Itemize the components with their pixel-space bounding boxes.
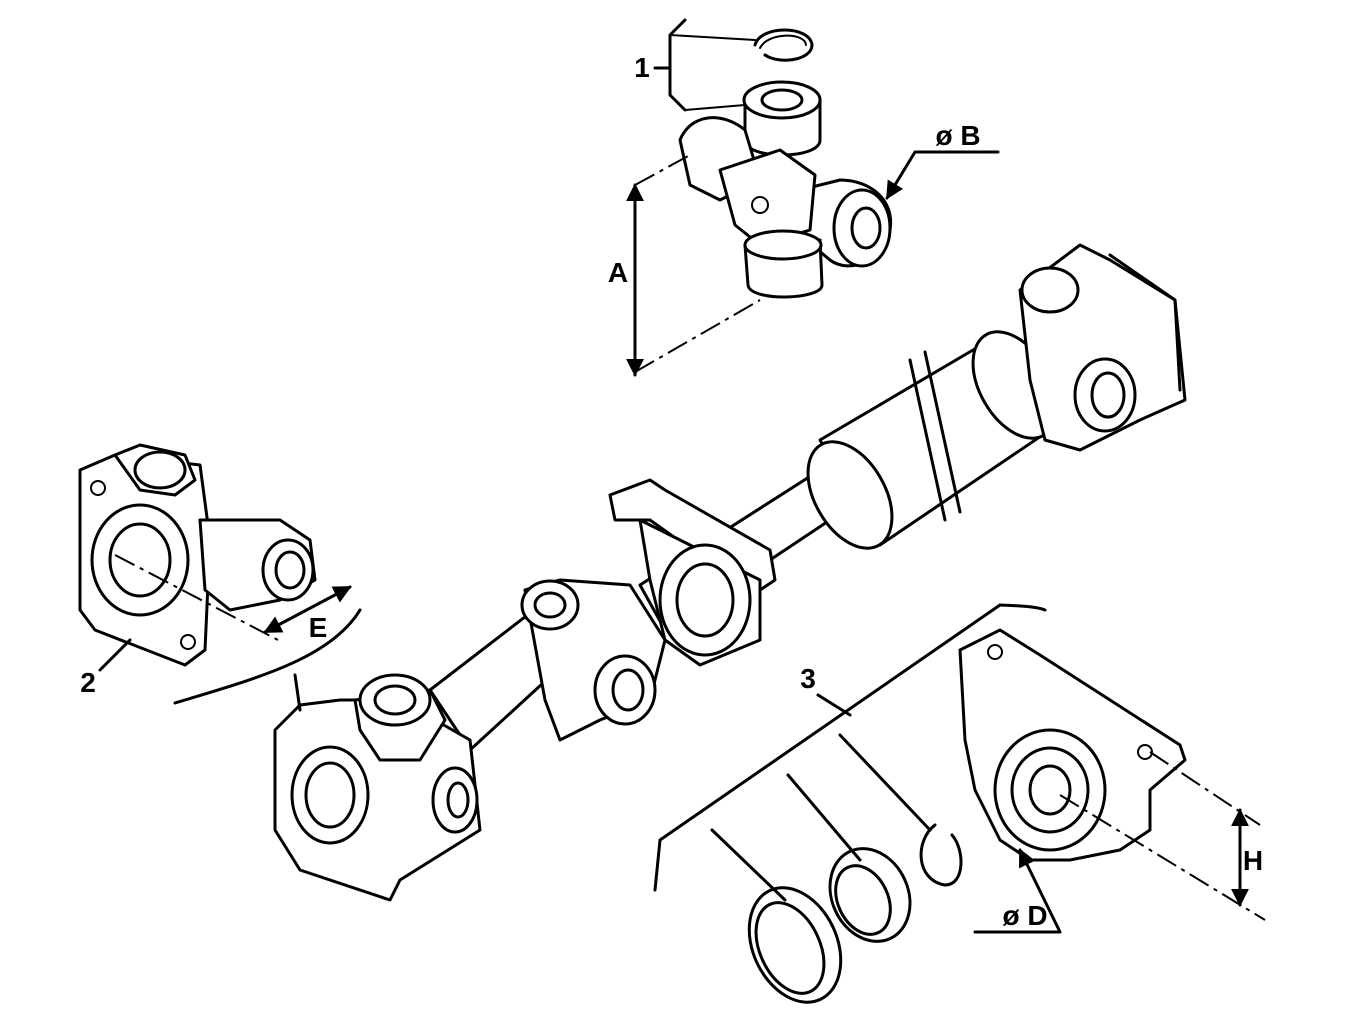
dimension-h-label: H: [1243, 845, 1263, 876]
companion-flange: [78, 443, 317, 667]
callout-2-label: 2: [80, 667, 96, 698]
front-flange-yoke: [273, 673, 482, 902]
dimension-a-label: A: [608, 257, 628, 288]
middle-universal-joint: [520, 578, 667, 742]
dimension-d-label: ø D: [1002, 900, 1047, 931]
dimension-e-label: E: [309, 612, 328, 643]
center-bearing-support: [608, 478, 777, 667]
center-bearing-assembly: [747, 628, 1187, 1004]
rear-flange-yoke: [1018, 243, 1187, 452]
callout-1-label: 1: [634, 52, 650, 83]
leader-lines: [98, 18, 1266, 934]
callout-3-label: 3: [800, 663, 816, 694]
universal-joint-cross: [678, 28, 893, 299]
dimension-b-label: ø B: [935, 120, 980, 151]
